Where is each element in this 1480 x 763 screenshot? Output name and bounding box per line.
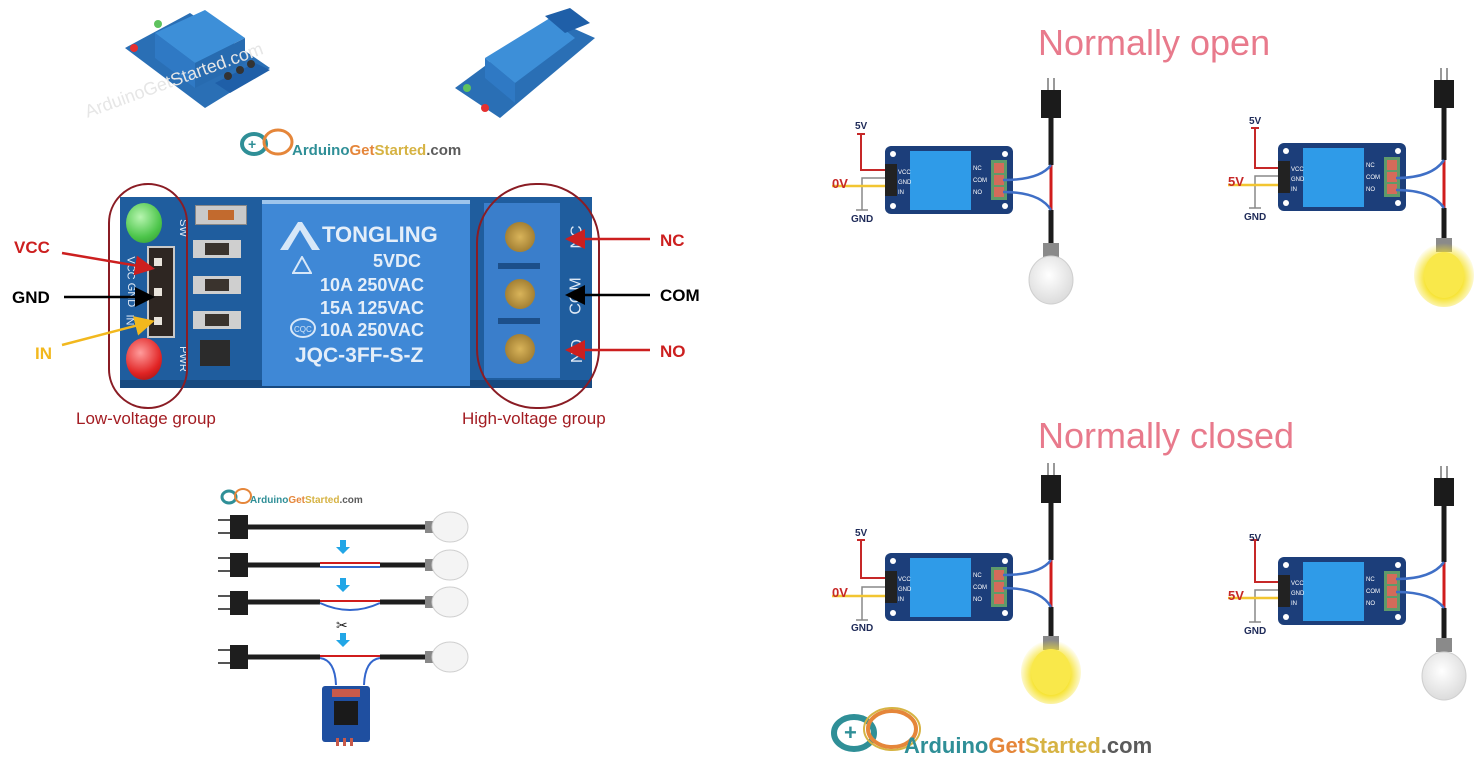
logo-get: Get xyxy=(288,495,305,506)
bulb-off-icon xyxy=(431,511,469,543)
no-left-vcc-label: 5V xyxy=(855,121,868,132)
wiring-step-1 xyxy=(218,511,469,543)
bulb-off-icon xyxy=(431,586,469,618)
infinity-logo-icon xyxy=(220,488,252,505)
logo-arduino: Arduino xyxy=(292,142,350,159)
wiring-step-3: ✂ xyxy=(218,586,469,633)
logo-arduino: Arduino xyxy=(250,495,289,506)
svg-text:CQC: CQC xyxy=(294,325,312,334)
plug-icon xyxy=(230,553,248,577)
bulb-off-icon xyxy=(1421,651,1467,701)
logo-top: + ArduinoGetStarted.com xyxy=(240,124,490,164)
no-right-diagram xyxy=(1228,68,1474,307)
relay-rating-1: 5VDC xyxy=(373,251,422,271)
infinity-logo-icon: + xyxy=(831,707,921,752)
wiring-step-4 xyxy=(218,641,469,746)
terminal-screw-com xyxy=(505,279,535,309)
arrow-down-icon xyxy=(336,633,350,647)
nc-right-vcc-label: 5V xyxy=(1249,533,1262,544)
relay-brand: TONGLING xyxy=(322,222,438,247)
nc-left-vcc-label: 5V xyxy=(855,528,868,539)
logo-com: .com xyxy=(339,495,363,506)
bulb-on-icon xyxy=(1424,252,1464,298)
cert-triangle-icon xyxy=(292,256,312,274)
bulb-off-icon xyxy=(431,641,469,673)
resistor-2 xyxy=(193,276,241,294)
pin-label-nc: NC xyxy=(660,231,685,250)
logo-started: Started xyxy=(374,142,427,159)
no-right-gnd-label: GND xyxy=(1244,212,1267,223)
tongling-logo-icon xyxy=(280,222,320,250)
nc-right-gnd-label: GND xyxy=(1244,626,1267,637)
no-right-vcc-label: 5V xyxy=(1249,116,1262,127)
pin-label-com: COM xyxy=(660,286,700,305)
arrow-in xyxy=(61,316,155,347)
svg-text:+: + xyxy=(844,720,857,745)
bulb-off-icon xyxy=(431,549,469,581)
pin-in xyxy=(154,317,162,325)
logo-started: Started xyxy=(1025,733,1101,758)
logo-get: Get xyxy=(349,142,375,159)
logo-get: Get xyxy=(988,733,1026,758)
resistor-3 xyxy=(193,311,241,329)
no-right-in-label: 5V xyxy=(1228,174,1244,189)
relay-photo-right xyxy=(455,8,595,123)
pinout-arrows xyxy=(61,229,650,360)
logo-arduino: Arduino xyxy=(904,733,989,758)
pin-label-gnd: GND xyxy=(12,288,50,307)
normally-closed-title: Normally closed xyxy=(1038,415,1295,456)
pin-label-no: NO xyxy=(660,342,686,361)
plug-icon xyxy=(230,591,248,615)
relay-model: JQC-3FF-S-Z xyxy=(295,344,424,367)
high-voltage-group-label: High-voltage group xyxy=(462,409,606,428)
nc-right-diagram xyxy=(1228,466,1467,701)
infinity-logo-icon: + xyxy=(240,128,294,156)
diode xyxy=(195,205,247,225)
logo-started: Started xyxy=(305,495,340,506)
logo-steps: ArduinoGetStarted.com xyxy=(220,485,380,511)
svg-text:+: + xyxy=(248,136,256,152)
relay-rating-3: 15A 125VAC xyxy=(320,298,425,318)
nc-right-in-label: 5V xyxy=(1228,588,1244,603)
pin-vcc xyxy=(154,258,162,266)
relay-rating-4: 10A 250VAC xyxy=(320,320,425,340)
relay-photo-left xyxy=(120,8,270,123)
nc-left-in-label: 0V xyxy=(832,585,848,600)
cert-cqc-icon: CQC xyxy=(290,318,316,338)
pin-gnd xyxy=(154,288,162,296)
terminal-divider-1 xyxy=(498,263,540,269)
relay-rating-2: 10A 250VAC xyxy=(320,275,425,295)
pin-label-in: IN xyxy=(35,344,52,363)
arrow-down-icon xyxy=(336,540,350,554)
resistor-1 xyxy=(193,240,241,258)
no-left-gnd-label: GND xyxy=(851,214,874,225)
plug-icon xyxy=(230,645,248,669)
arrow-vcc xyxy=(61,251,155,276)
low-voltage-group-label: Low-voltage group xyxy=(76,409,216,428)
transistor xyxy=(200,340,230,366)
logo-footer: + ArduinoGetStarted.com xyxy=(830,705,1170,760)
arrow-down-icon xyxy=(336,578,350,592)
nc-left-diagram xyxy=(832,463,1081,704)
nc-left-gnd-label: GND xyxy=(851,623,874,634)
terminal-divider-2 xyxy=(498,318,540,324)
bulb-on-icon xyxy=(1031,649,1071,695)
no-left-in-label: 0V xyxy=(832,176,848,191)
plug-icon xyxy=(230,515,248,539)
bulb-off-icon xyxy=(1028,255,1074,305)
normally-open-title: Normally open xyxy=(1038,22,1271,63)
wiring-step-2 xyxy=(218,549,469,581)
wiring-steps-diagram: ✂ xyxy=(218,511,469,746)
no-left-diagram xyxy=(832,78,1074,305)
logo-com: .com xyxy=(1100,733,1153,758)
pin-label-vcc: VCC xyxy=(14,238,50,257)
logo-com: .com xyxy=(426,142,462,159)
scissors-icon: ✂ xyxy=(336,617,348,633)
